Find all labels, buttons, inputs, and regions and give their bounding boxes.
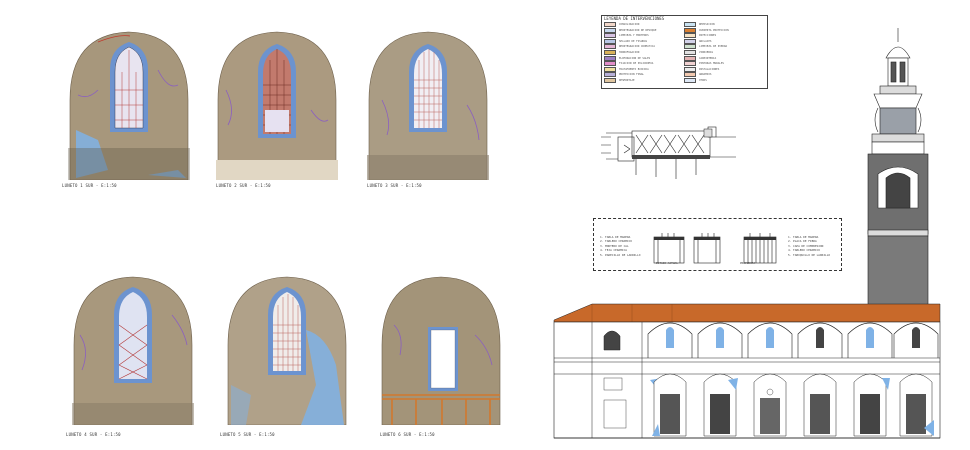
legend-item: ANCLAJES	[684, 38, 712, 44]
section-proposed-drawing	[743, 233, 777, 264]
elevation-bays	[647, 322, 939, 437]
lunette-caption: LUNETO 2 SUR - E:1:50	[216, 183, 271, 188]
lunette-caption: LUNETO 6 SUR - E:1:50	[380, 432, 435, 437]
lunette-3: LUNETO 3 SUR - E:1:50	[367, 30, 489, 188]
legend-item: TRATAMIENTO BIOCIDA	[604, 66, 649, 72]
legend-item: REINTEGRACION DE REVOQUE	[604, 27, 657, 33]
legend-label: ANCLAJES	[699, 39, 712, 43]
church-elevation	[552, 300, 942, 444]
legend-label: REPOSICION	[699, 23, 715, 26]
lunette-caption: LUNETO 1 SUR - E:1:50	[62, 183, 117, 188]
legend-swatch	[604, 44, 616, 50]
legend-swatch	[684, 33, 696, 39]
legend-swatch	[684, 55, 696, 61]
lunette-5: LUNETO 5 SUR - E:1:50	[220, 275, 348, 437]
legend-label: DESMONTAJE	[619, 79, 635, 82]
lunette-2: LUNETO 2 SUR - E:1:50	[216, 30, 338, 188]
legend-label: SELLADO DE FISURAS	[619, 39, 648, 43]
legend-swatch	[684, 50, 696, 55]
bell-tower	[864, 28, 932, 312]
legend-label: CUBIERTA PROTECCION	[699, 28, 729, 32]
legend-label: INSTALACIONES	[699, 67, 720, 71]
legend-item: PROTECCION FINAL	[604, 72, 644, 78]
legend-item: REINTEGRACION CROMATICA	[604, 44, 655, 50]
legend-item: LIMPIEZA DE PIEDRA	[684, 44, 728, 50]
legend-swatch	[684, 72, 696, 78]
legend-item: CONSOLIDACION	[604, 22, 639, 27]
section-caption-current: ESTADO ACTUAL	[656, 261, 678, 265]
legend-item: REPOSICION	[684, 22, 715, 27]
lunette-caption: LUNETO 5 SUR - E:1:50	[220, 432, 275, 437]
section-current-drawing	[653, 233, 721, 264]
legend-item: PINTURAS MURALES	[684, 61, 724, 67]
legend-swatch	[604, 61, 616, 67]
legend-box: LEYENDA DE INTERVENCIONES CONSOLIDACION R…	[601, 15, 768, 89]
legend-swatch	[604, 27, 616, 33]
legend-item: ANDAMIOS	[684, 72, 712, 78]
roof-sections-box: 1. TABLA DE MADERA 2. TABLERO CERAMICO 3…	[593, 218, 842, 271]
section-list-left: 1. TABLA DE MADERA 2. TABLERO CERAMICO 3…	[600, 235, 641, 257]
lunette-caption: LUNETO 4 SUR - E:1:50	[66, 432, 121, 437]
legend-swatch	[604, 38, 616, 44]
legend-label: REINTEGRACION DE REVOQUE	[619, 28, 657, 32]
legend-item: ELIMINACION DE SALES	[604, 55, 651, 61]
legend-swatch	[604, 33, 616, 39]
legend-item: INYECCIONES	[684, 33, 717, 39]
legend-swatch	[604, 55, 616, 61]
section-caption-proposed: PROPUESTA	[740, 261, 756, 265]
lunette-1: LUNETO 1 SUR - E:1:50	[62, 30, 190, 188]
legend-label: TRATAMIENTO BIOCIDA	[619, 67, 649, 71]
legend-item: CARPINTERIA	[684, 55, 717, 61]
lunette-4: LUNETO 4 SUR - E:1:50	[66, 275, 194, 437]
lunette-6: LUNETO 6 SUR - E:1:50	[380, 275, 502, 437]
legend-swatch	[604, 72, 616, 78]
legend-label: HIDROFUGACION	[619, 51, 640, 54]
legend-swatch	[684, 22, 696, 27]
legend-label: OTROS	[699, 79, 707, 82]
legend-swatch	[684, 44, 696, 50]
lunette-caption: LUNETO 3 SUR - E:1:50	[367, 183, 422, 188]
legend-label: ANDAMIOS	[699, 73, 712, 77]
legend-swatch	[604, 50, 616, 55]
legend-item: VIDRIERAS	[684, 50, 713, 55]
legend-swatch	[604, 66, 616, 72]
legend-item: LIMPIEZA Y MORTEROS	[604, 33, 649, 39]
legend-item: CUBIERTA PROTECCION	[684, 27, 729, 33]
legend-swatch	[684, 78, 696, 83]
legend-swatch	[684, 38, 696, 44]
legend-swatch	[684, 66, 696, 72]
legend-item: INSTALACIONES	[684, 66, 720, 72]
legend-label: REINTEGRACION CROMATICA	[619, 45, 655, 49]
legend-item: HIDROFUGACION	[604, 50, 639, 55]
legend-item: DESMONTAJE	[604, 78, 635, 83]
legend-swatch	[604, 78, 616, 83]
legend-label: CONSOLIDACION	[619, 23, 640, 26]
legend-label: PINTURAS MURALES	[699, 62, 724, 66]
legend-label: LIMPIEZA DE PIEDRA	[699, 45, 728, 49]
legend-label: VIDRIERAS	[699, 51, 714, 54]
legend-label: ELIMINACION DE SALES	[619, 56, 651, 60]
legend-swatch	[684, 61, 696, 67]
legend-label: FIJACION DE POLICROMIA	[619, 62, 654, 66]
floor-plan	[596, 115, 746, 199]
legend-label: PROTECCION FINAL	[619, 73, 644, 77]
legend-swatch	[604, 22, 616, 27]
legend-item: OTROS	[684, 78, 707, 83]
legend-swatch	[684, 27, 696, 33]
legend-item: FIJACION DE POLICROMIA	[604, 61, 654, 67]
section-list-right: 1. TABLA DE MADERA 2. PLACA DE FIBRA 3. …	[788, 235, 831, 257]
legend-title: LEYENDA DE INTERVENCIONES	[604, 16, 665, 21]
legend-item: SELLADO DE FISURAS	[604, 38, 648, 44]
legend-label: LIMPIEZA Y MORTEROS	[619, 34, 649, 38]
legend-label: CARPINTERIA	[699, 56, 717, 60]
legend-label: INYECCIONES	[699, 34, 717, 38]
